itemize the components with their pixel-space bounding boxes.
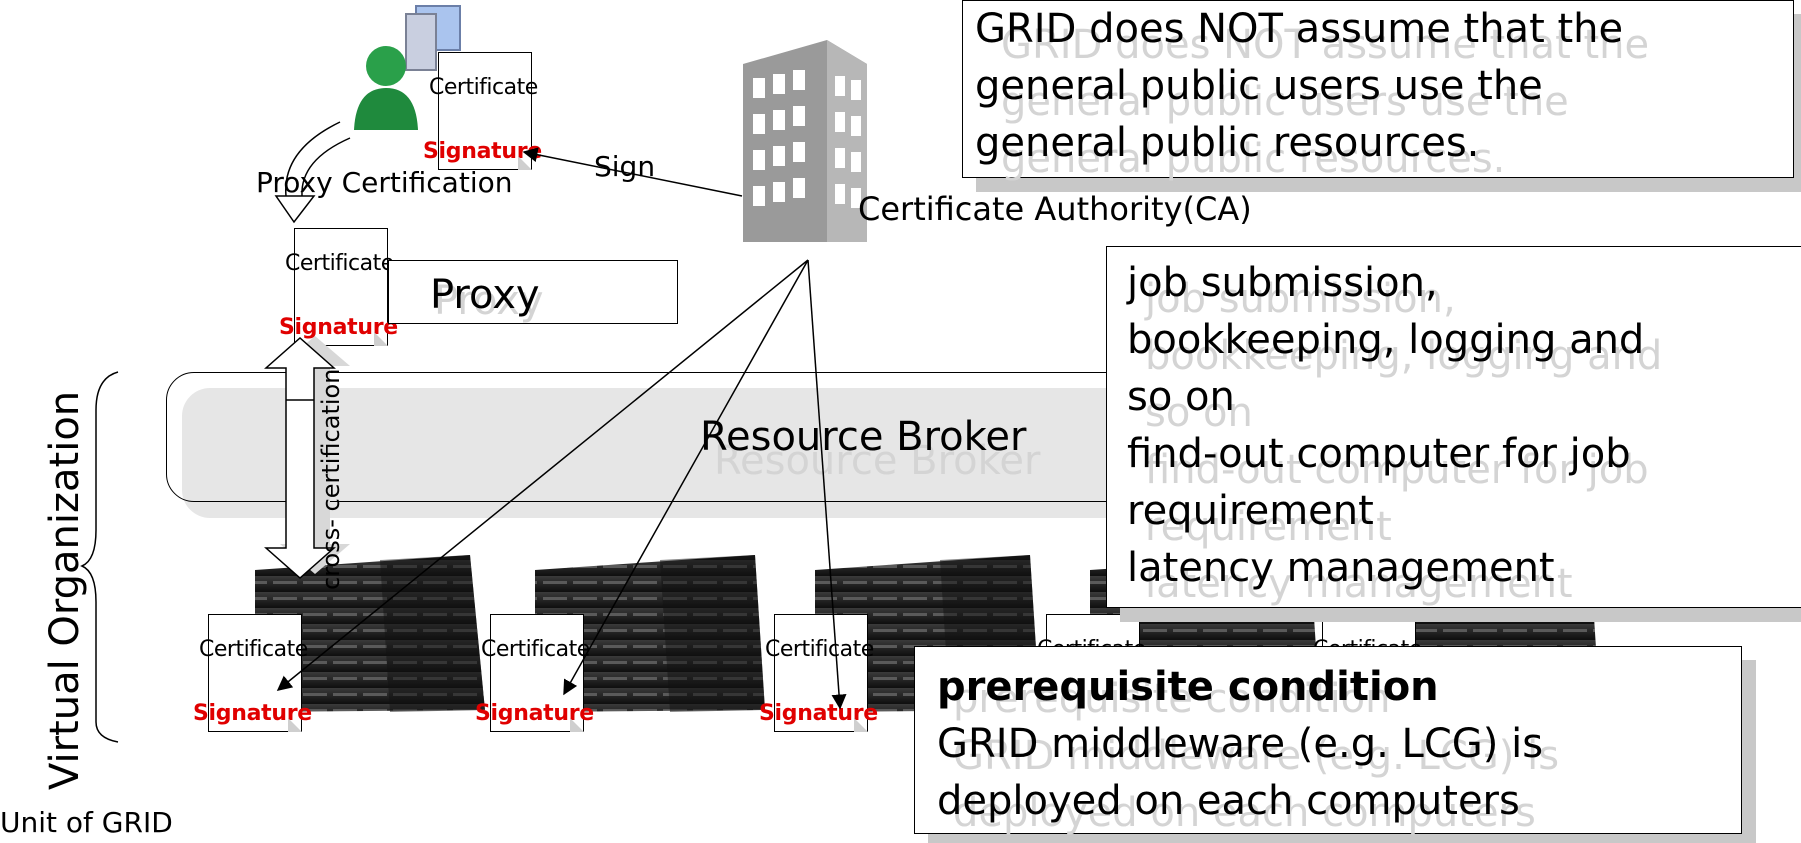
note-right-text: job submission, bookkeeping, logging and… — [1127, 260, 1645, 591]
sign-arrow — [522, 147, 743, 197]
ca-to-cert-2 — [563, 259, 809, 696]
ca-to-cert-1 — [276, 259, 809, 691]
cross-certification-arrow — [264, 336, 350, 580]
server-rack-1 — [255, 555, 485, 712]
certificate-label: Certificate — [285, 251, 394, 276]
ca-label: Certificate Authority(CA) — [858, 190, 1252, 228]
user-certificate: Certificate Signature — [423, 52, 542, 170]
note-top-text: GRID does NOT assume that the general pu… — [975, 6, 1624, 166]
note-bottom-box: prerequisite condition GRID middleware (… — [914, 646, 1742, 836]
unit-of-grid-label: Unit of GRID — [0, 806, 173, 839]
note-right-shadow: job submission, bookkeeping, logging and… — [1145, 276, 1663, 607]
note-bottom-shadow: prerequisite condition GRID middleware (… — [953, 676, 1560, 836]
proxy-box — [388, 260, 678, 324]
server-certificate-2: Certificate Signature — [475, 614, 594, 732]
ca-to-cert-3 — [807, 259, 847, 710]
sign-label: Sign — [594, 150, 656, 183]
note-top-box: GRID does NOT assume that the general pu… — [962, 0, 1794, 182]
note-bottom-text: prerequisite condition GRID middleware (… — [937, 659, 1543, 830]
resource-broker-label-shadow: Resource Broker — [714, 438, 1041, 484]
certificate-label: Certificate — [429, 75, 538, 100]
proxy-certification-label: Proxy Certification — [256, 166, 513, 199]
proxy-label: Proxy — [430, 272, 540, 318]
resource-broker-label: Resource Broker — [700, 414, 1027, 460]
proxy-label-shadow: Proxy — [434, 278, 544, 324]
cross-certification-label: cross- certification — [317, 368, 345, 590]
certificate-label: Certificate — [199, 637, 308, 662]
server-certificate-3: Certificate Signature — [759, 614, 878, 732]
proxy-certificate: Certificate Signature — [279, 228, 398, 346]
server-certificate-1: Certificate Signature — [193, 614, 312, 732]
server-rack-2 — [535, 555, 765, 712]
proxy-certification-arrow — [274, 121, 351, 224]
note-right-box: job submission, bookkeeping, logging and… — [1106, 246, 1801, 608]
note-bottom-heading: prerequisite condition — [937, 664, 1439, 710]
note-top-shadow: GRID does NOT assume that the general pu… — [1001, 22, 1650, 182]
user-icon — [354, 5, 461, 130]
certificate-label: Certificate — [765, 637, 874, 662]
building-icon — [743, 40, 867, 242]
certificate-label: Certificate — [481, 637, 590, 662]
